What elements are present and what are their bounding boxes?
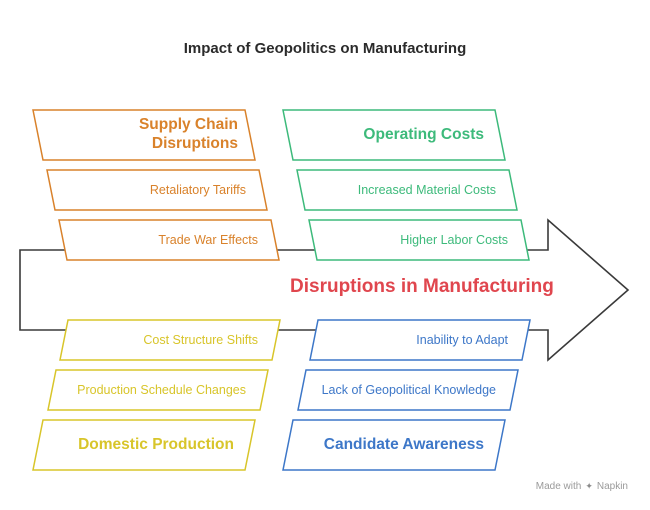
domestic-production-heading-box	[32, 419, 256, 471]
production-schedule-changes-label: Production Schedule Changes	[77, 382, 246, 397]
domestic-production-heading: Domestic Production	[78, 435, 234, 453]
higher-labor-costs-box	[308, 219, 530, 261]
lack-of-geopolitical-knowledge-box	[297, 369, 519, 411]
supply-chain-heading: Supply Chain Disruptions	[138, 116, 238, 152]
operating-costs-heading: Operating Costs	[363, 125, 484, 143]
higher-labor-costs-label: Higher Labor Costs	[400, 232, 508, 247]
center-label: Disruptions in Manufacturing	[290, 276, 554, 297]
inability-to-adapt-box	[309, 319, 531, 361]
lack-of-geopolitical-knowledge-label: Lack of Geopolitical Knowledge	[321, 382, 496, 397]
cost-structure-shifts-box	[59, 319, 281, 361]
napkin-logo-icon: ✦	[585, 481, 593, 491]
inability-to-adapt-label: Inability to Adapt	[416, 332, 508, 347]
retaliatory-tariffs-label: Retaliatory Tariffs	[149, 182, 246, 197]
trade-war-effects-label: Trade War Effects	[158, 232, 258, 247]
operating-costs-heading-box	[282, 109, 506, 161]
diagram-title: Impact of Geopolitics on Manufacturing	[183, 40, 467, 57]
candidate-awareness-heading: Candidate Awareness	[323, 435, 484, 453]
increased-material-costs-label: Increased Material Costs	[357, 182, 496, 197]
supply-chain-heading-box	[32, 109, 256, 161]
made-with-text: Made with	[535, 481, 582, 492]
candidate-awareness-heading-box	[282, 419, 506, 471]
made-with-napkin-footer: Made with ✦ Napkin	[536, 481, 628, 492]
retaliatory-tariffs-box	[46, 169, 268, 211]
trade-war-effects-box	[58, 219, 280, 261]
production-schedule-changes-box	[47, 369, 269, 411]
increased-material-costs-box	[296, 169, 518, 211]
cost-structure-shifts-label: Cost Structure Shifts	[143, 332, 258, 347]
napkin-brand-text: Napkin	[596, 481, 628, 492]
